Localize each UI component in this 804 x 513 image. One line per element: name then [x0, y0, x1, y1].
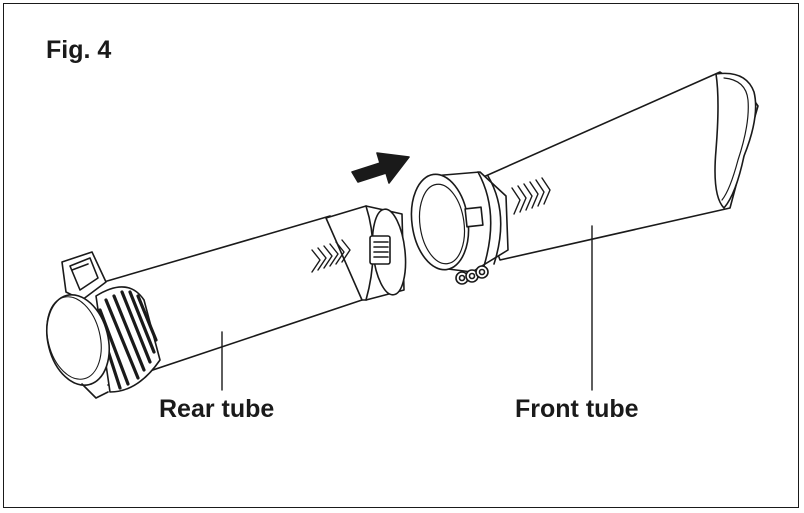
front-tube	[410, 71, 759, 285]
front-tube-clamp	[455, 265, 489, 285]
figure-frame	[3, 3, 799, 508]
rear-tube-latch	[369, 235, 391, 265]
rear-tube-chevrons	[311, 239, 351, 273]
direction-arrow-icon	[351, 152, 410, 184]
front-tube-label: Front tube	[515, 395, 639, 423]
rear-tube-end-cap	[46, 293, 110, 399]
front-tube-chevrons	[511, 177, 551, 215]
rear-tube	[46, 205, 407, 399]
figure-label: Fig. 4	[46, 36, 112, 64]
rear-tube-label: Rear tube	[159, 395, 275, 423]
front-tube-slot	[464, 206, 484, 228]
